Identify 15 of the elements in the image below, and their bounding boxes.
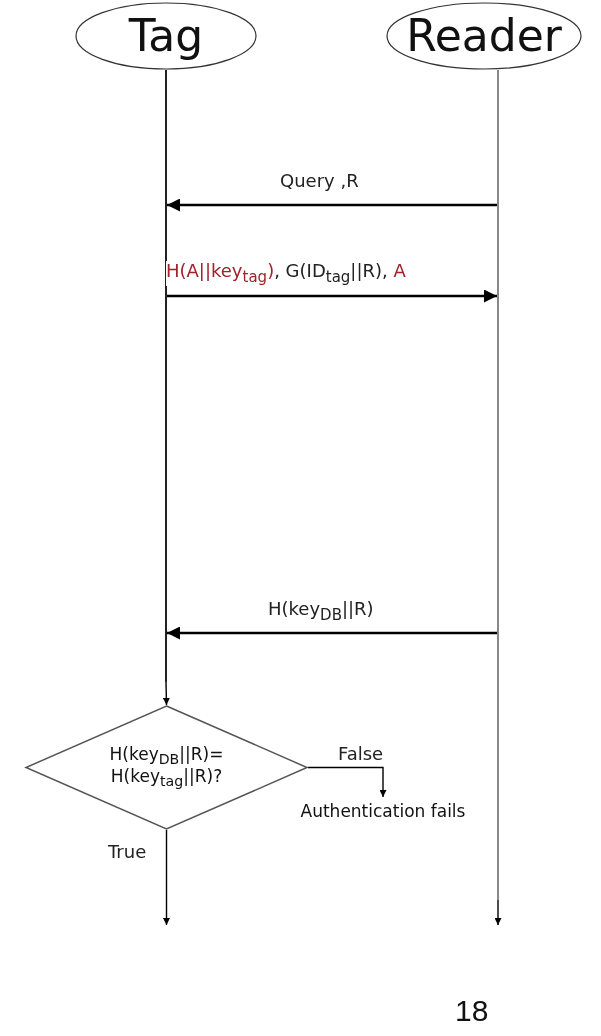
arrow: [307, 766, 387, 798]
lifeline: [165, 70, 167, 682]
message-arrow: [167, 289, 497, 303]
lifeline: [497, 70, 499, 900]
lifeline-ellipse: Reader: [386, 2, 582, 70]
lifeline-ellipse: Tag: [75, 2, 257, 70]
outcome-text: Authentication fails: [278, 797, 488, 827]
arrow: [162, 681, 170, 706]
page-number: 18: [455, 994, 489, 1028]
message-arrow: [167, 626, 497, 640]
lifeline-arrow: [163, 829, 170, 926]
edge-label: H(A||key$_{tag}$), G(ID$_{tag}$||R), A: [166, 261, 406, 286]
edge-label: Query ,R: [280, 171, 359, 192]
message-arrow: [167, 198, 497, 212]
lifeline-arrow: [494, 899, 502, 926]
